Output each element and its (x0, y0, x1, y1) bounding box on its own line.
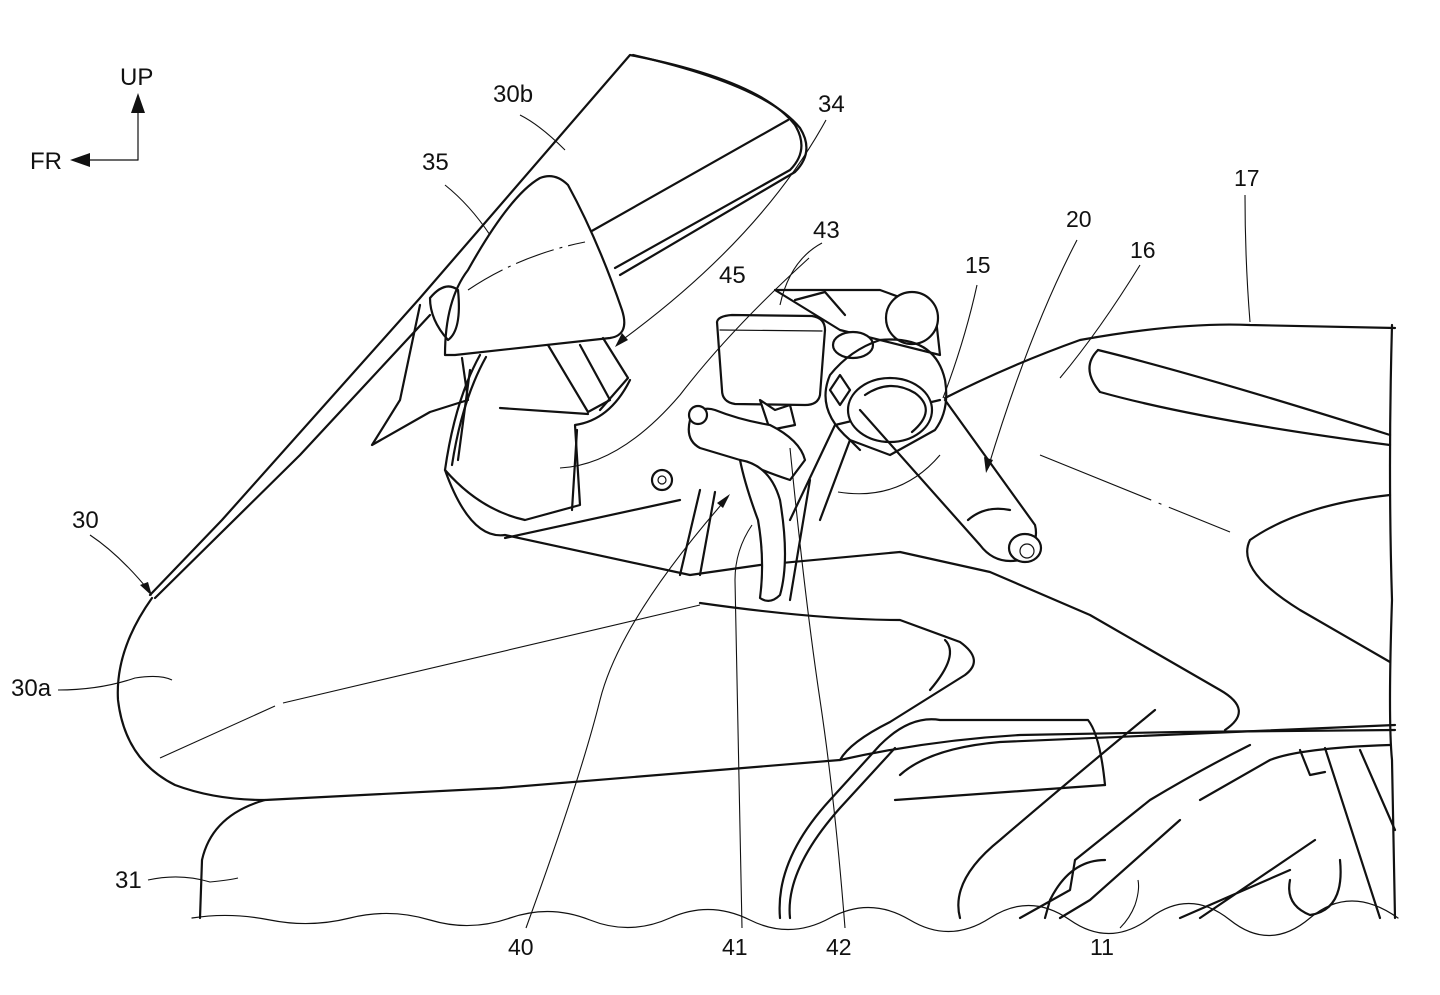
leader-30 (89, 534, 151, 593)
label-31: 31 (115, 867, 142, 894)
leader-lines (57, 114, 1251, 929)
front-arrow-icon (70, 153, 90, 167)
label-40: 40 (508, 934, 534, 960)
up-label: UP (120, 64, 153, 91)
label-15: 15 (965, 252, 991, 278)
frame-11 (778, 708, 1397, 920)
front-label: FR (30, 148, 62, 175)
adjuster-knob (650, 468, 674, 492)
label-20: 20 (1066, 206, 1092, 232)
label-30b: 30b (493, 81, 533, 108)
windscreen (148, 53, 808, 600)
leader-34 (617, 119, 827, 344)
label-34: 34 (818, 91, 845, 118)
label-41: 41 (722, 934, 748, 960)
leader-40 (525, 496, 729, 929)
front-cowl-30 (116, 468, 1397, 802)
brake-master-cylinder (650, 313, 827, 602)
label-16: 16 (1130, 237, 1156, 263)
stay-34 (443, 336, 632, 522)
up-arrow-icon (131, 93, 145, 113)
leader-20 (987, 239, 1078, 469)
label-11: 11 (1090, 934, 1114, 960)
label-17: 17 (1234, 165, 1260, 191)
tank-16-17 (943, 323, 1397, 920)
handlebar-assembly (773, 288, 1043, 564)
orientation-indicator: UP FR (30, 64, 153, 175)
lower-cowl-31 (191, 798, 1399, 937)
label-42: 42 (826, 934, 852, 960)
reference-numerals: 30b 34 35 43 45 15 20 16 17 30 30a 31 40… (11, 81, 1260, 960)
label-45: 45 (719, 262, 746, 289)
label-43: 43 (813, 217, 840, 244)
label-35: 35 (422, 149, 449, 176)
bar-end-nut (884, 290, 940, 346)
label-30a: 30a (11, 675, 52, 702)
label-30: 30 (72, 507, 99, 534)
